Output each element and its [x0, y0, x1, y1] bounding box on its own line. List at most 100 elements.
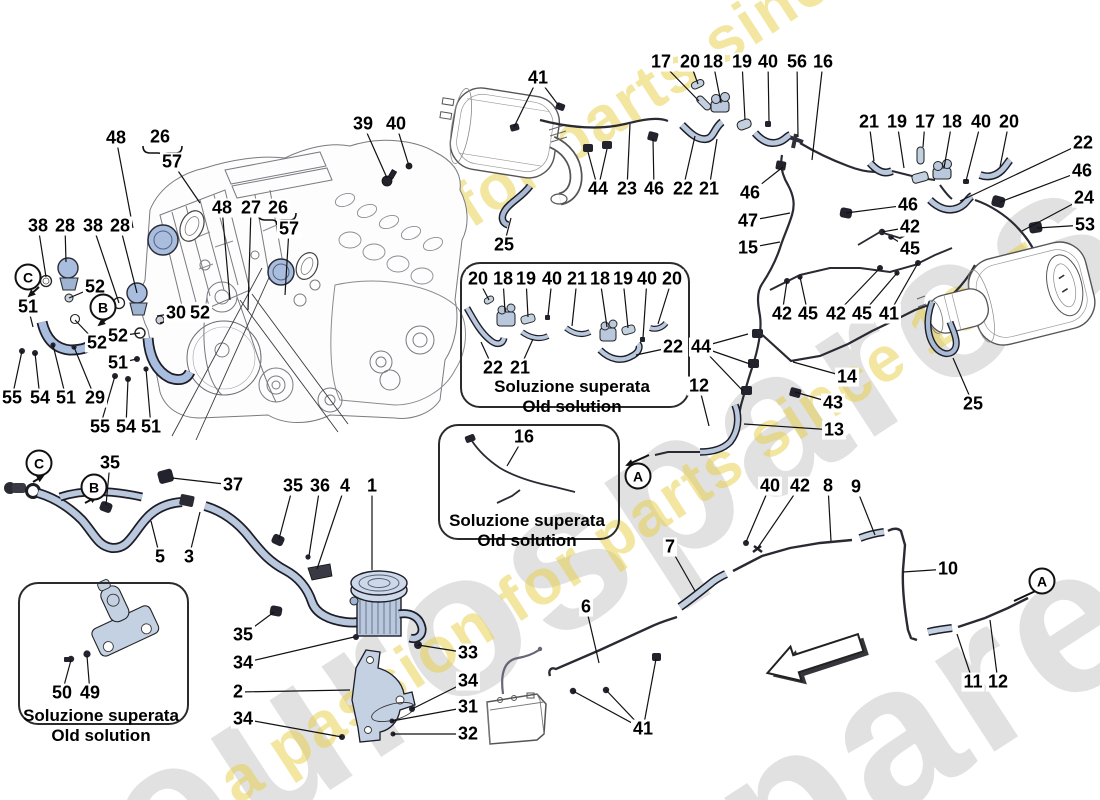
callout-41-108: 41: [630, 718, 656, 739]
callout-21-80: 21: [856, 111, 882, 132]
callout-40-56: 40: [755, 51, 781, 72]
callout-7-103: 7: [662, 536, 678, 557]
callout-19-55: 19: [729, 51, 755, 72]
callout-28-12: 28: [107, 215, 133, 236]
callout-22-71: 22: [480, 357, 506, 378]
callout-43-78: 43: [820, 392, 846, 413]
old-solution-box-bottom: [18, 582, 189, 725]
old-solution-middle-contents: [464, 434, 576, 504]
callout-54-25: 54: [113, 416, 139, 437]
callout-52-17: 52: [84, 332, 110, 353]
callout-57-2: 57: [159, 151, 185, 172]
callout-17-82: 17: [912, 111, 938, 132]
callout-19-68: 19: [610, 268, 636, 289]
callout-29-23: 29: [82, 387, 108, 408]
callout-40-65: 40: [539, 268, 565, 289]
callout-11-106: 11: [961, 671, 985, 692]
callout-20-62: 20: [465, 268, 491, 289]
callout-12-75: 12: [686, 375, 712, 396]
callout-21-72: 21: [507, 357, 533, 378]
callout-27-4: 27: [238, 197, 264, 218]
callout-40-8: 40: [383, 113, 409, 134]
callout-16-58: 16: [810, 51, 836, 72]
callout-45-94: 45: [795, 303, 821, 324]
view-letter-b-1: B: [89, 293, 117, 321]
view-letter-c-2: C: [25, 449, 53, 477]
callout-46-49: 46: [641, 178, 667, 199]
callout-40-99: 40: [757, 475, 783, 496]
caption-italian: Soluzione superata: [23, 706, 179, 725]
callout-3-30: 3: [181, 546, 197, 567]
callout-31-41: 31: [455, 696, 481, 717]
callout-18-63: 18: [490, 268, 516, 289]
callout-40-84: 40: [968, 111, 994, 132]
callout-50-43: 50: [49, 682, 75, 703]
control-unit-drawing: [486, 646, 547, 745]
callout-33-39: 33: [455, 642, 481, 663]
callout-18-54: 18: [700, 51, 726, 72]
callout-25-46: 25: [491, 234, 517, 255]
callout-35-31: 35: [280, 475, 306, 496]
old-solution-top-contents: [463, 295, 669, 363]
callout-51-22: 51: [53, 387, 79, 408]
callout-47-60: 47: [735, 210, 761, 231]
callout-46-59: 46: [737, 182, 763, 203]
callout-48-3: 48: [209, 197, 235, 218]
callout-55-24: 55: [87, 416, 113, 437]
air-pump-assembly: [339, 570, 427, 743]
callout-20-85: 20: [996, 111, 1022, 132]
old-solution-box-top: [460, 262, 690, 408]
callout-5-29: 5: [152, 546, 168, 567]
callout-45-92: 45: [897, 238, 923, 259]
callout-19-81: 19: [884, 111, 910, 132]
callout-52-18: 52: [105, 325, 131, 346]
caption-italian: Soluzione superata: [494, 377, 650, 396]
callout-26-5: 26: [265, 197, 291, 218]
callout-41-45: 41: [525, 67, 551, 88]
callout-8-101: 8: [820, 475, 836, 496]
callout-52-16: 52: [187, 302, 213, 323]
callout-42-95: 42: [823, 303, 849, 324]
callout-42-93: 42: [769, 303, 795, 324]
callout-21-51: 21: [696, 178, 722, 199]
callout-28-10: 28: [52, 215, 78, 236]
callout-30-15: 30: [163, 302, 189, 323]
view-letter-a-4: A: [624, 462, 652, 490]
callout-18-83: 18: [939, 111, 965, 132]
callout-4-33: 4: [337, 475, 353, 496]
callout-2-37: 2: [230, 681, 246, 702]
callout-40-69: 40: [634, 268, 660, 289]
caption-english: Old solution: [477, 531, 577, 551]
callout-32-42: 32: [455, 723, 481, 744]
callout-1-34: 1: [364, 475, 380, 496]
callout-6-104: 6: [578, 596, 594, 617]
right-muffler-drawing: [916, 241, 1096, 358]
callout-51-26: 51: [138, 416, 164, 437]
callout-51-14: 51: [15, 296, 41, 317]
callout-22-50: 22: [670, 178, 696, 199]
callout-39-7: 39: [350, 113, 376, 134]
callout-22-86: 22: [1070, 132, 1096, 153]
left-muffler-outlet: [498, 124, 583, 229]
hose-5-and-3: [4, 468, 382, 628]
callout-38-11: 38: [80, 215, 106, 236]
callout-44-47: 44: [585, 178, 611, 199]
view-letter-b-3: B: [80, 473, 108, 501]
view-letter-c-0: C: [14, 263, 42, 291]
callout-24-88: 24: [1071, 187, 1097, 208]
caption-english: Old solution: [51, 726, 151, 746]
callout-48-0: 48: [103, 127, 129, 148]
callout-17-52: 17: [648, 51, 674, 72]
caption-italian: Soluzione superata: [449, 511, 605, 530]
callout-12-107: 12: [985, 671, 1011, 692]
callout-35-27: 35: [97, 452, 123, 473]
callout-26-1: 26: [147, 126, 173, 147]
callout-10-105: 10: [935, 558, 961, 579]
callout-25-98: 25: [960, 393, 986, 414]
callout-56-57: 56: [784, 51, 810, 72]
old-solution-bottom-contents: [64, 579, 160, 663]
